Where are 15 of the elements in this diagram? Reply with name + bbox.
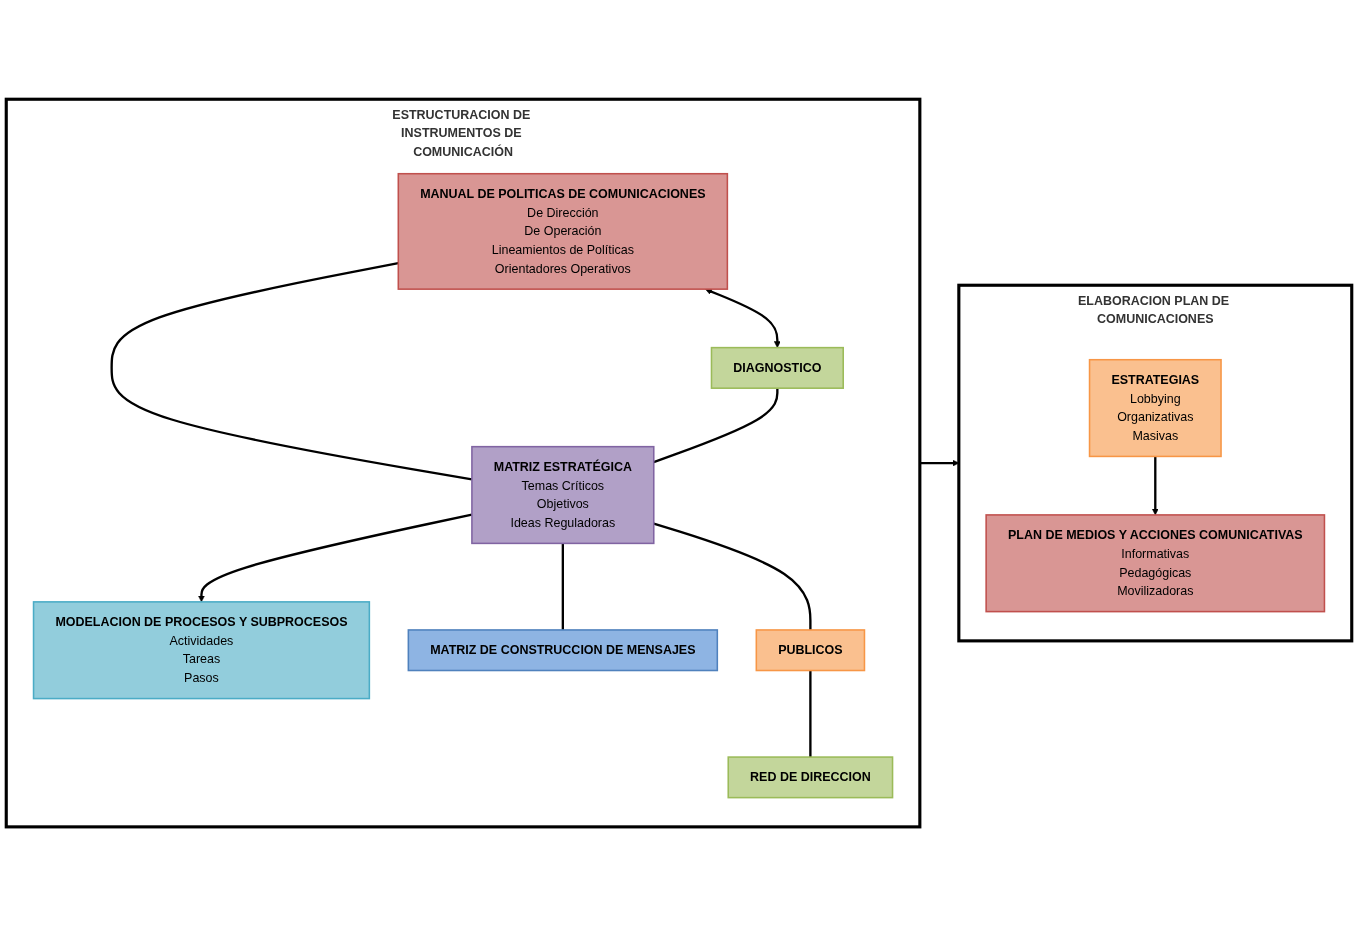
node-box: MATRIZ ESTRATÉGICA Temas Críticos Objetivos Ideas Reguladoras [471,445,655,545]
connector [653,388,779,464]
connector [653,522,812,630]
node-box: MODELACION DE PROCESOS Y SUBPROCESOS Actividades Tareas Pasos [32,601,371,700]
connector [809,670,812,757]
node-box: DIAGNOSTICO [710,346,844,389]
node-box: PUBLICOS [755,629,866,672]
connector [561,543,564,630]
node-box: MANUAL DE POLITICAS DE COMUNICACIONES De Dirección De Operación Lineamientos de Políticas Orientadores Operativos [397,172,729,290]
node-box: ESTRATEGIAS Lobbying Organizativas Masivas [1088,358,1222,458]
arrow [1151,456,1159,516]
node-box: MATRIZ DE CONSTRUCCION DE MENSAJES [407,629,719,672]
node-box: PLAN DE MEDIOS Y ACCIONES COMUNICATIVAS Informativas Pedagógicas Movilizadoras [985,514,1326,613]
node-box: RED DE DIRECCION [727,756,894,799]
arrow [705,288,781,348]
